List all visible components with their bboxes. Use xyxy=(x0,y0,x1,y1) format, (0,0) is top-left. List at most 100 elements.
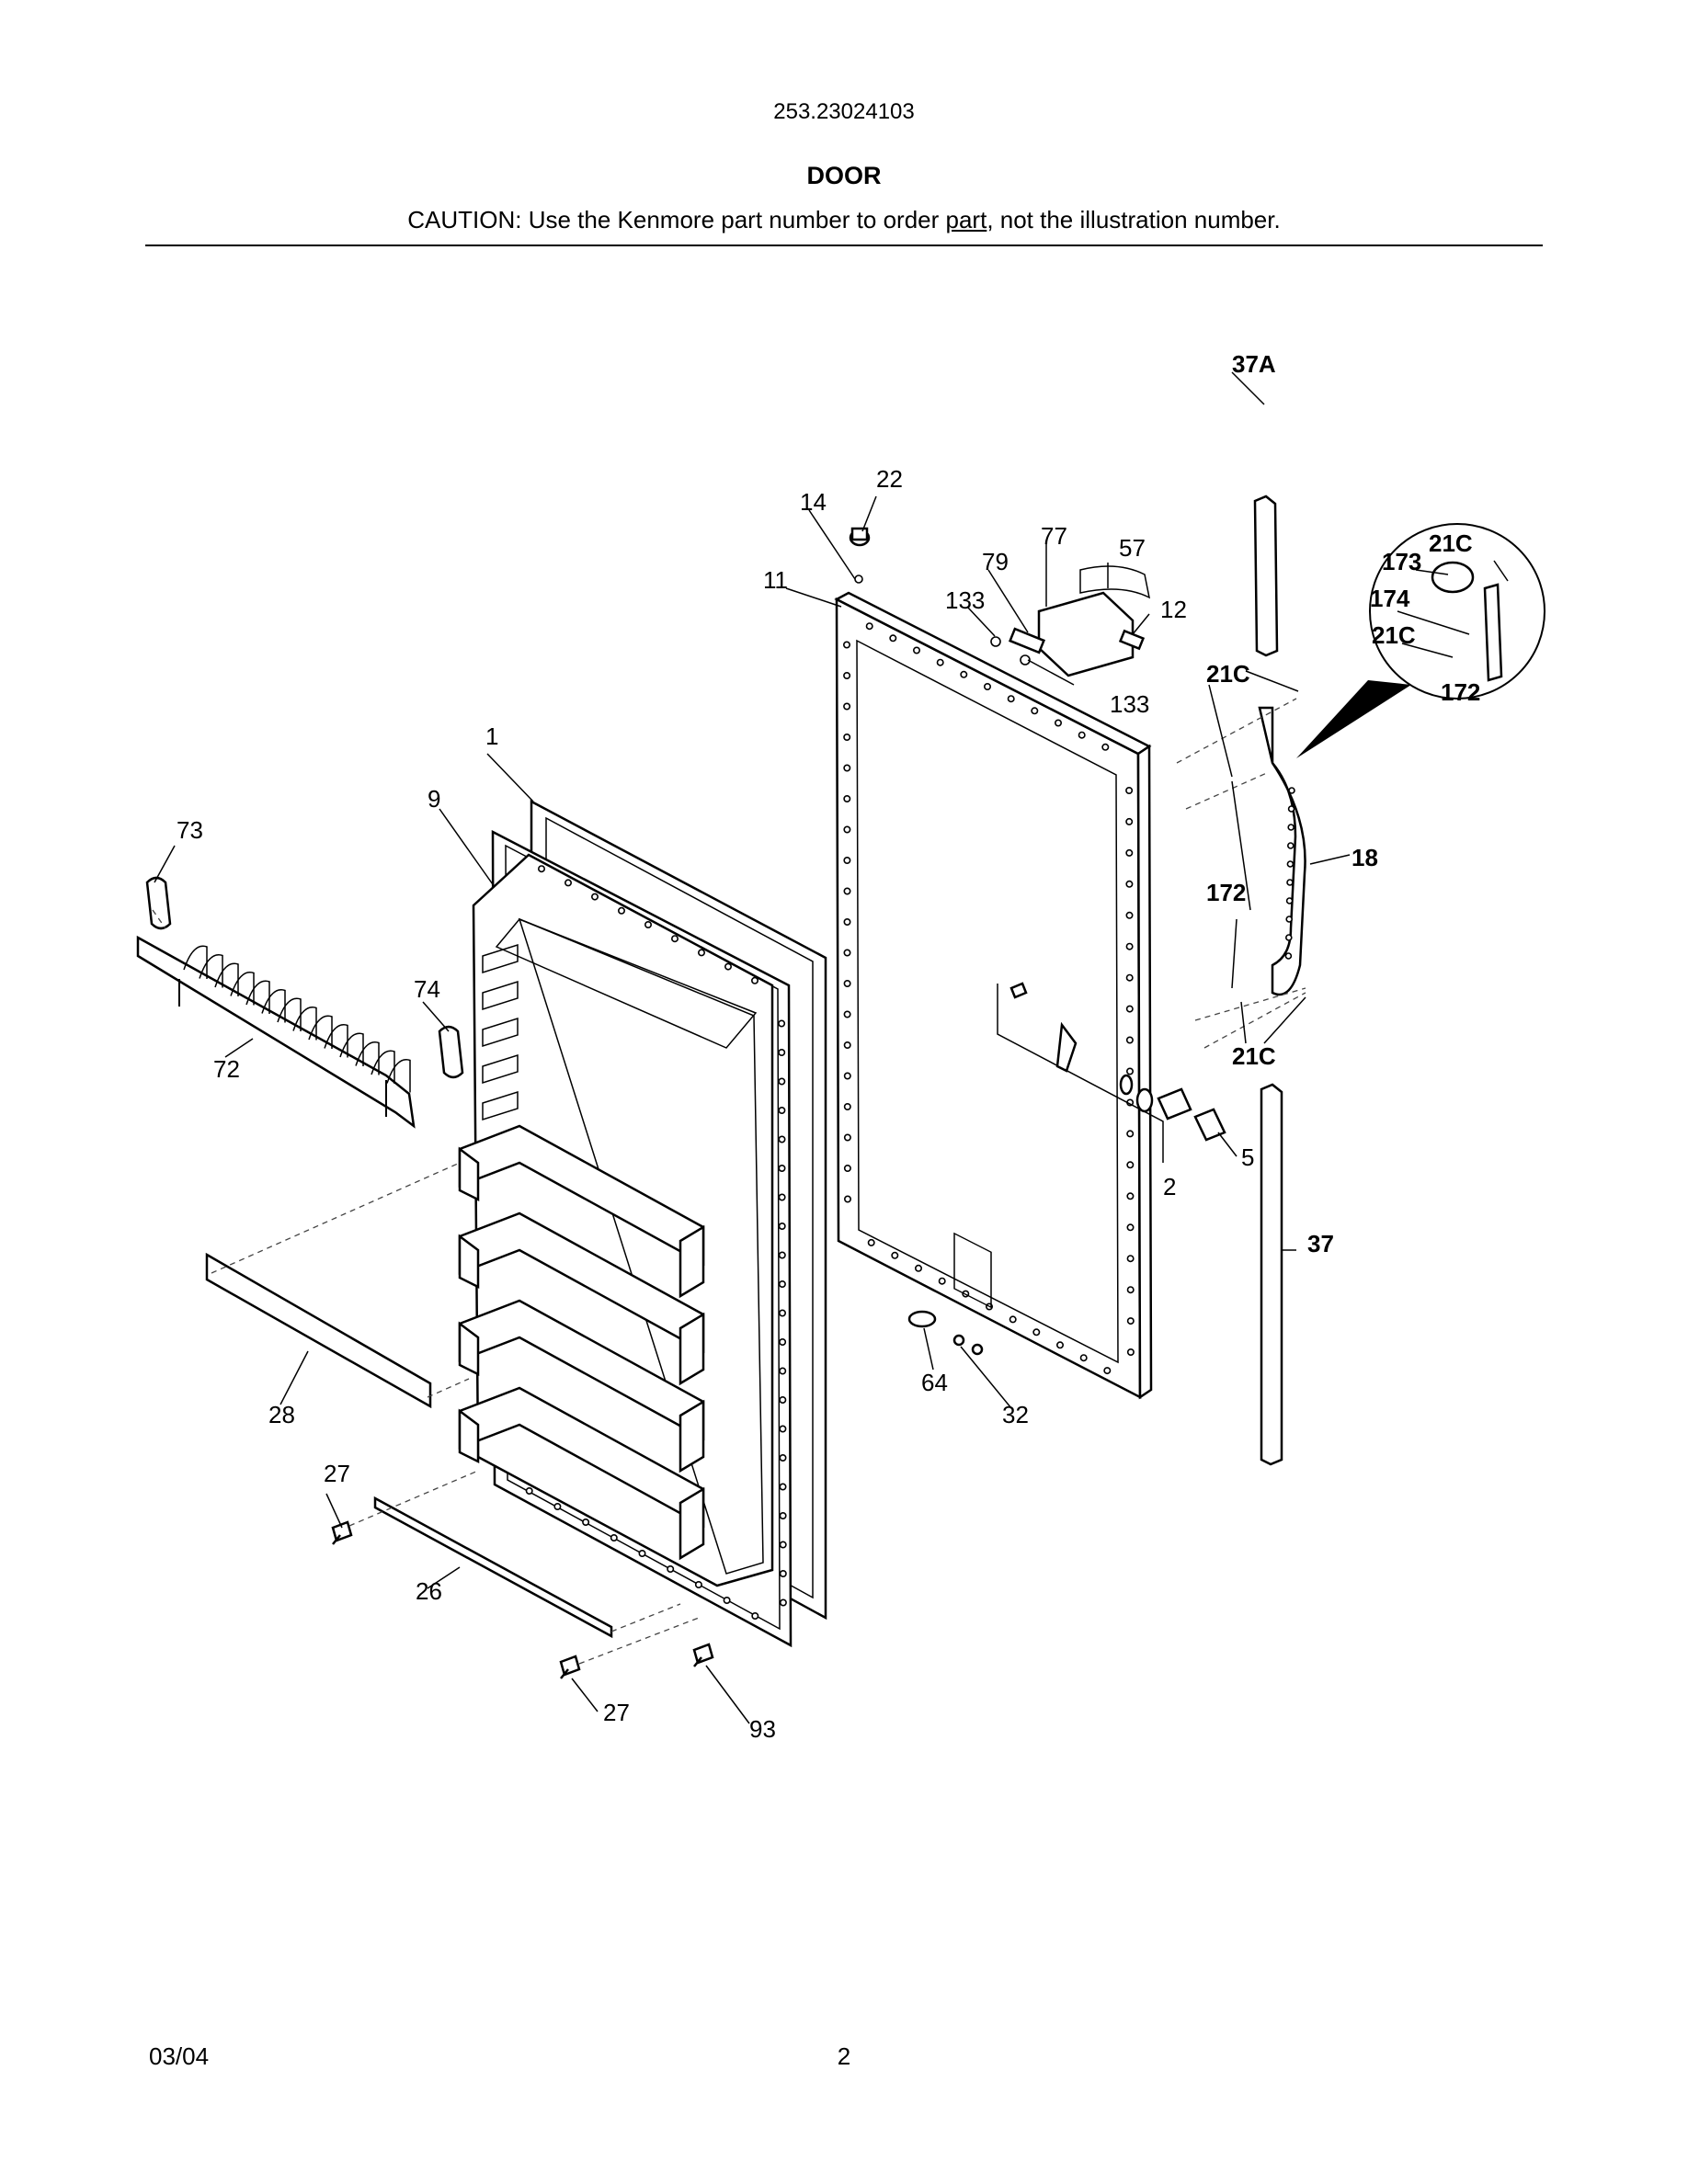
liner-bolt xyxy=(778,1223,786,1231)
callout-93: 93 xyxy=(749,1715,776,1743)
panel-bolt xyxy=(1125,942,1134,950)
panel-bolt xyxy=(1126,1130,1135,1138)
liner-bolt xyxy=(779,1454,787,1462)
panel-bolt xyxy=(843,917,851,926)
liner-bolt xyxy=(779,1338,787,1347)
rack-rib xyxy=(324,1024,348,1058)
caution-prefix: CAUTION: Use the Kenmore part number to … xyxy=(407,206,946,233)
callout-leader-lines xyxy=(154,371,1509,1724)
liner-bolt xyxy=(638,1550,646,1558)
panel-bolt xyxy=(843,1133,851,1142)
callout-28: 28 xyxy=(268,1401,295,1428)
panel-bolt xyxy=(843,794,851,802)
panel-bolt xyxy=(867,1238,875,1246)
callout-172b: 172 xyxy=(1206,879,1246,906)
panel-bolt xyxy=(843,1010,851,1018)
callout-2: 2 xyxy=(1163,1173,1176,1200)
callout-74: 74 xyxy=(414,975,440,1003)
outer-door-panel xyxy=(834,591,1153,1400)
door-shelf-rail xyxy=(205,1252,432,1409)
rack-bracket-right xyxy=(438,1025,464,1079)
panel-bolt xyxy=(1125,880,1134,888)
callout-73: 73 xyxy=(177,816,203,844)
panel-bolt xyxy=(912,646,920,654)
liner-bolt xyxy=(778,1193,786,1201)
rack-rib xyxy=(214,962,239,996)
screws xyxy=(331,527,1031,1679)
callout-18: 18 xyxy=(1352,844,1378,871)
panel-bolt xyxy=(1125,1036,1134,1044)
caution-suffix: , not the illustration number. xyxy=(987,206,1281,233)
rack-rib xyxy=(292,1007,317,1041)
panel-bolt xyxy=(843,887,851,895)
handle-hole xyxy=(1284,952,1293,960)
handle-hole xyxy=(1286,860,1295,868)
liner-bolt xyxy=(670,935,679,943)
panel-bolt xyxy=(843,733,851,741)
handle-trim-bottom xyxy=(1260,1083,1283,1466)
hinge-plate-assembly xyxy=(1008,565,1151,677)
bottom-screw-a xyxy=(952,1334,965,1347)
door-shelves xyxy=(458,1124,705,1561)
handle-trim-top xyxy=(1253,495,1279,657)
panel-bolt xyxy=(843,702,851,711)
liner-bolt xyxy=(697,949,705,957)
callout-57: 57 xyxy=(1119,534,1146,562)
callout-37A: 37A xyxy=(1232,350,1276,378)
panel-bolt xyxy=(1078,731,1086,739)
liner-bolt xyxy=(778,1107,786,1115)
callout-32: 32 xyxy=(1002,1401,1029,1428)
panel-bolt xyxy=(843,1072,851,1080)
callout-172a: 172 xyxy=(1441,678,1480,706)
liner-bolt xyxy=(779,1541,787,1549)
panel-bolt xyxy=(843,1165,851,1173)
panel-bolt xyxy=(914,1264,922,1272)
liner-bolt xyxy=(778,1135,786,1143)
panel-bolt xyxy=(1101,743,1110,751)
liner-bolt xyxy=(778,1049,786,1057)
rack-bracket-left xyxy=(145,876,172,930)
liner-bolt xyxy=(778,1309,786,1317)
assembly-guide-lines xyxy=(152,698,1306,1665)
panel-bolt xyxy=(842,641,850,649)
panel-bolt xyxy=(938,1277,946,1285)
panel-bolt xyxy=(1009,1315,1017,1324)
panel-bolt xyxy=(1126,1286,1135,1294)
lock-assembly xyxy=(997,982,1226,1160)
rack-rib xyxy=(371,1050,395,1084)
model-number: 253.23024103 xyxy=(773,99,915,124)
panel-bolt xyxy=(1126,1317,1135,1325)
handle-hole xyxy=(1287,842,1295,849)
panel-bolt xyxy=(865,622,873,631)
panel-bolt xyxy=(1125,786,1134,794)
panel-bolt xyxy=(1125,1005,1134,1013)
handle-detail-circle xyxy=(1296,523,1545,758)
panel-bolt xyxy=(843,1195,851,1203)
liner-bolt xyxy=(644,920,652,928)
liner-bolt xyxy=(778,1019,786,1028)
caution-underlined-word: part xyxy=(945,206,987,233)
liner-bolt xyxy=(778,1077,786,1086)
callout-21Cd: 21C xyxy=(1232,1042,1276,1070)
liner-bolt xyxy=(779,1396,787,1405)
panel-bolt xyxy=(1125,911,1134,919)
liner-bolt xyxy=(694,1581,702,1589)
handle-hole xyxy=(1285,897,1294,904)
callout-14: 14 xyxy=(800,488,827,516)
callout-27a: 27 xyxy=(324,1460,350,1487)
handle-hole xyxy=(1288,787,1295,794)
liner-bolt xyxy=(525,1487,533,1496)
liner-bolt xyxy=(582,1519,590,1527)
panel-bolt xyxy=(1126,1192,1135,1200)
callout-22: 22 xyxy=(876,465,903,493)
liner-bolt xyxy=(590,893,599,901)
callout-21Ca: 21C xyxy=(1206,660,1250,688)
shelf-rail-trim xyxy=(373,1496,613,1639)
handle-hole xyxy=(1285,916,1293,923)
liner-bolt xyxy=(779,1570,787,1578)
panel-bolt xyxy=(1126,1223,1135,1232)
rack-rib xyxy=(183,945,208,979)
drain-plug xyxy=(907,1310,937,1328)
panel-bolt xyxy=(843,1103,851,1111)
